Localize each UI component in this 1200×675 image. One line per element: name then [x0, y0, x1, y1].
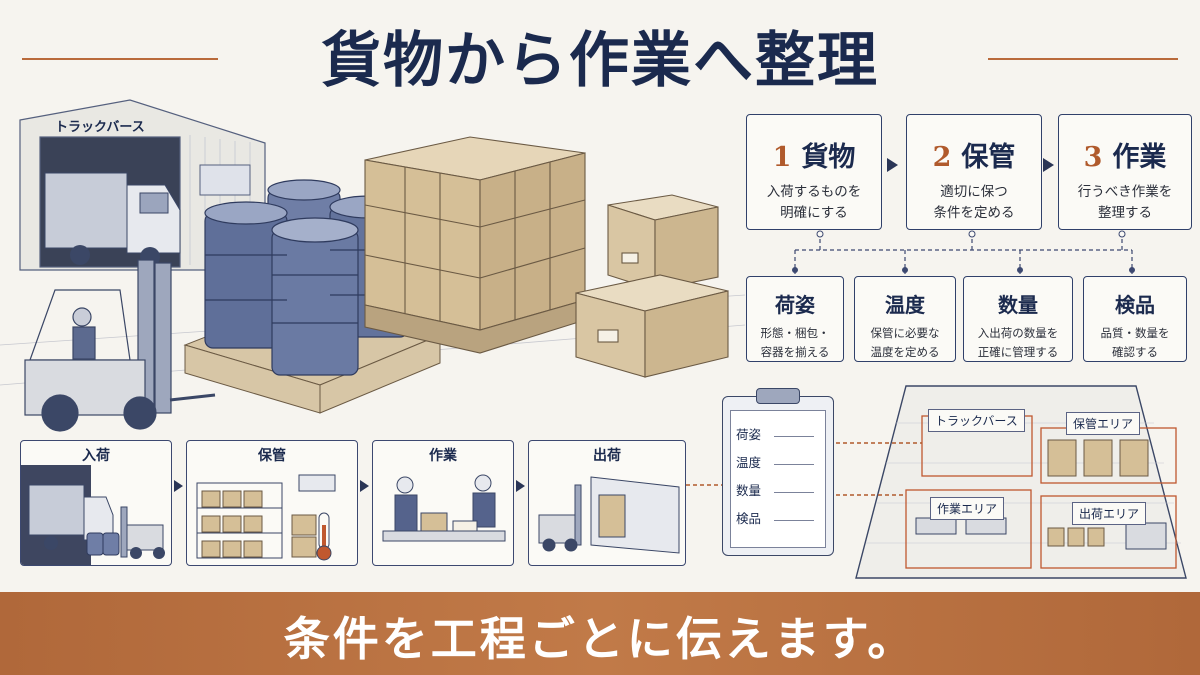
footer-message: 条件を工程ごとに伝えます。: [283, 612, 917, 666]
condition-box-quantity: 数量 入出荷の数量を正確に管理する: [963, 276, 1073, 362]
condition-box-packing: 荷姿 形態・梱包・容器を揃える: [746, 276, 844, 362]
condition-box-inspection: 検品 品質・数量を確認する: [1083, 276, 1187, 362]
step-desc-line: 適切に保つ: [940, 184, 1008, 200]
process-step-receiving: 入荷: [20, 440, 172, 566]
title-rule-right: [988, 58, 1178, 60]
clipboard-connector: [686, 484, 722, 486]
checklist-clipboard: 荷姿 温度 数量 検品: [722, 388, 834, 556]
process-label: 出荷: [593, 448, 621, 464]
process-step-work: 作業: [372, 440, 514, 566]
checklist-item: 温度: [736, 450, 820, 476]
building-label: トラックバース: [55, 120, 145, 135]
footer-band: 条件を工程ごとに伝えます。: [0, 592, 1200, 675]
condition-desc-line: 保管に必要な: [870, 326, 940, 340]
condition-desc-line: 温度を定める: [870, 345, 940, 359]
area-label-shipping: 出荷エリア: [1072, 502, 1147, 525]
checklist-item: 数量: [736, 478, 820, 504]
step-title: 作業: [1112, 142, 1167, 173]
condition-title: 検品: [1115, 293, 1155, 317]
cardboard-boxes: [575, 194, 729, 378]
arrow-right-icon: [516, 480, 525, 492]
condition-title: 数量: [998, 293, 1038, 317]
condition-desc-line: 容器を揃える: [760, 345, 830, 359]
condition-desc-line: 正確に管理する: [977, 345, 1059, 359]
air-conditioner-icon: [298, 474, 336, 492]
step-desc-line: 条件を定める: [933, 205, 1015, 221]
shipping-truck-icon: [538, 476, 680, 554]
arrow-right-icon: [174, 480, 183, 492]
step-desc-line: 入荷するものを: [766, 184, 862, 200]
condition-connectors: [792, 230, 1135, 274]
step-number: 2: [932, 142, 952, 173]
condition-title: 荷姿: [775, 293, 815, 317]
step-title: 保管: [961, 142, 1016, 173]
checklist-item: 検品: [736, 506, 820, 532]
process-step-storage: 保管: [186, 440, 358, 566]
workers-icon: [382, 474, 506, 542]
condition-desc-line: 形態・梱包・: [760, 326, 830, 340]
process-label: 入荷: [82, 448, 110, 464]
step-box-work: 3 作業 行うべき作業を整理する: [1058, 114, 1192, 230]
thermometer-icon: [316, 512, 332, 561]
process-step-shipping: 出荷: [528, 440, 686, 566]
step-number: 1: [772, 142, 792, 173]
area-label-storage: 保管エリア: [1066, 412, 1141, 435]
title-rule-left: [22, 58, 218, 60]
arrow-right-icon: [887, 158, 898, 172]
arrow-right-icon: [1043, 158, 1054, 172]
arrow-right-icon: [360, 480, 369, 492]
step-box-cargo: 1 貨物 入荷するものを明確にする: [746, 114, 882, 230]
step-number: 3: [1083, 142, 1103, 173]
area-label-truck-berth: トラックバース: [928, 409, 1025, 432]
process-label: 作業: [429, 448, 457, 464]
warehouse-illustration: トラックバース: [0, 99, 745, 432]
area-label-work: 作業エリア: [930, 497, 1005, 520]
storage-rack-icon: [196, 474, 336, 561]
page-title: 貨物から作業へ整理: [321, 26, 879, 96]
truck-icon: [44, 172, 181, 267]
wrapped-pallet: [364, 136, 586, 354]
condition-desc-line: 確認する: [1112, 345, 1158, 359]
condition-title: 温度: [885, 293, 925, 317]
condition-box-temperature: 温度 保管に必要な温度を定める: [854, 276, 956, 362]
step-desc-line: 行うべき作業を: [1077, 184, 1173, 200]
condition-desc-line: 入出荷の数量を: [977, 326, 1059, 340]
clipboard-clip-icon: [756, 388, 800, 404]
step-box-storage: 2 保管 適切に保つ条件を定める: [906, 114, 1042, 230]
checklist-item: 荷姿: [736, 422, 820, 448]
condition-desc-line: 品質・数量を: [1100, 326, 1170, 340]
step-desc-line: 整理する: [1098, 205, 1152, 221]
step-title: 貨物: [801, 142, 856, 173]
forklift-icon: [24, 259, 216, 432]
step-desc-line: 明確にする: [780, 205, 848, 221]
process-label: 保管: [258, 448, 286, 464]
receiving-truck-icon: [21, 465, 165, 565]
